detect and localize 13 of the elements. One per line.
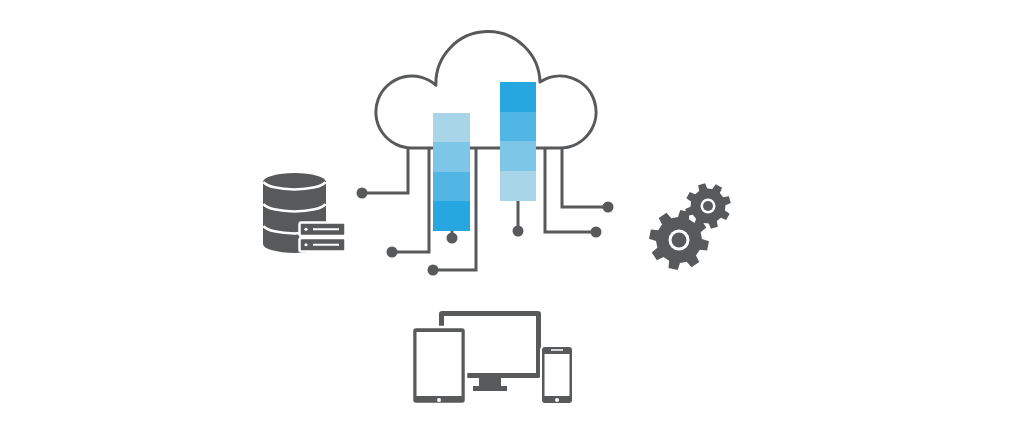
circuit-line <box>512 201 524 237</box>
circuit-line <box>386 148 431 258</box>
circuit-line <box>543 148 602 238</box>
circuit-line <box>560 148 614 213</box>
circuit-line <box>356 148 410 199</box>
devices-icon <box>410 310 575 406</box>
stacked-bar <box>433 113 470 231</box>
circuit-line <box>446 231 458 244</box>
circuit-line <box>427 148 478 276</box>
database-icon <box>262 171 347 253</box>
stacked-bar <box>500 82 536 201</box>
gears-icon <box>648 182 733 271</box>
cloud-outline <box>374 30 598 150</box>
